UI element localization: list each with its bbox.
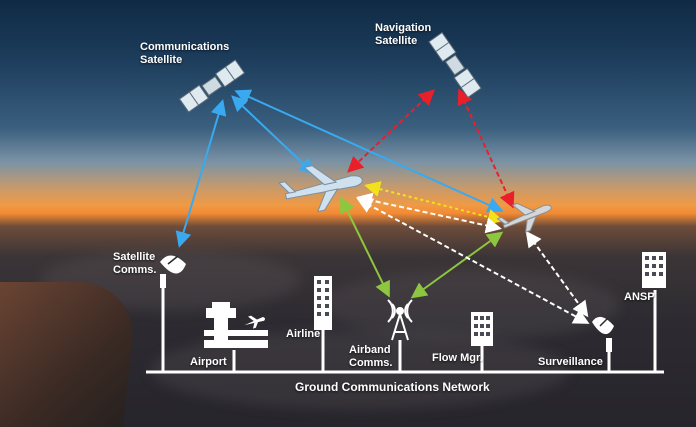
airport-label: Airport bbox=[190, 356, 227, 368]
airline-building-icon bbox=[314, 276, 332, 330]
link-nav-aircraft2 bbox=[457, 88, 515, 209]
ground-network-label: Ground Communications Network bbox=[295, 380, 490, 394]
ground-network bbox=[146, 286, 664, 374]
flow-manager-building-icon bbox=[471, 312, 493, 346]
airport-plane-icon bbox=[244, 315, 266, 329]
navigation-satellite-label: Navigation Satellite bbox=[375, 22, 432, 47]
communications-satellite-icon bbox=[178, 59, 246, 113]
airport-control-tower-icon bbox=[204, 302, 268, 348]
satellite-dish-icon bbox=[160, 255, 186, 288]
communications-satellite-label: Communications Satellite bbox=[140, 41, 230, 66]
airband-comms-label: Airband Comms. bbox=[349, 344, 393, 369]
aircraft-2-icon bbox=[496, 202, 552, 234]
airline-label: Airline bbox=[286, 328, 321, 340]
airband-links bbox=[340, 196, 504, 299]
surveillance-label: Surveillance bbox=[538, 356, 603, 368]
link-surv-aircraft1 bbox=[356, 198, 590, 324]
navigation-links bbox=[347, 88, 515, 209]
link-satcom-aircraft2 bbox=[234, 89, 504, 213]
aircraft-1-icon bbox=[277, 165, 363, 213]
satellite-comms-label: Satellite Comms. bbox=[113, 251, 157, 276]
link-satcom-groundstation bbox=[175, 99, 227, 248]
link-nav-aircraft1 bbox=[347, 89, 435, 173]
surveillance-dish-icon bbox=[592, 316, 614, 352]
link-aircraft1-aircraft2-white bbox=[356, 192, 502, 234]
link-airband-aircraft2 bbox=[410, 231, 504, 299]
link-satcom-aircraft1 bbox=[231, 95, 315, 175]
radio-tower-icon bbox=[387, 299, 413, 341]
link-airband-aircraft1 bbox=[340, 196, 390, 298]
navigation-satellite-icon bbox=[428, 31, 482, 99]
surveillance-links bbox=[356, 192, 590, 324]
ansp-building-icon bbox=[642, 252, 666, 288]
ansp-label: ANSP bbox=[624, 291, 655, 303]
flow-manager-label: Flow Mgr. bbox=[432, 352, 483, 364]
link-surv-aircraft2 bbox=[525, 230, 589, 318]
satellite-links bbox=[175, 89, 504, 248]
